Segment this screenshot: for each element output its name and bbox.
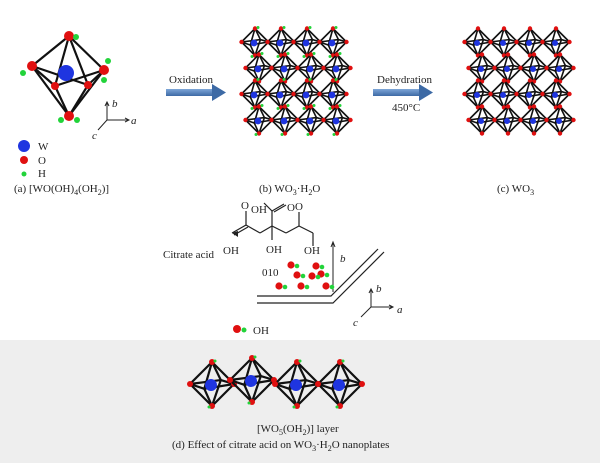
oh-group [297,282,310,290]
panel-c-caption: (c) WO3 [497,183,534,197]
citrate-o-top: O [287,202,295,214]
octahedron [540,78,572,110]
panel-d-axis-b: b [376,283,382,295]
citrate-oh-top: OH [251,204,267,216]
axis-c-label: c [92,130,97,142]
axis-b-label: b [112,98,118,110]
citrate-oh-center: OH [266,244,282,256]
octahedron [272,359,322,409]
octahedron [462,26,494,58]
octahedron [265,78,297,110]
octahedron [239,26,271,58]
panel-a-caption: (a) [WO(OH)4(OH2)] [14,183,109,197]
octahedron [315,359,365,409]
octahedron [544,52,576,84]
legend-o-marker [20,156,28,164]
dehydration-label: Dehydration [377,74,432,86]
panel-d-axes [360,287,395,318]
octahedron [544,104,576,136]
surface-b-axis [330,240,336,292]
panel-a-octahedron [20,31,111,123]
oh-legend-label: OH [253,325,269,337]
octahedron [295,52,327,84]
octahedron [317,26,349,58]
legend-w-label: W [38,141,49,153]
octahedron [295,104,327,136]
oh-group [308,272,321,280]
panel-d-axis-a: a [397,304,403,316]
layer-label: [WO5(OH2)] layer [257,423,339,437]
legend-o-label: O [38,155,46,167]
octahedron [492,52,524,84]
surface-b-label: b [340,253,346,265]
legend-h-label: H [38,168,46,180]
legend-h-marker [21,171,27,177]
panel-a-axes [97,100,131,131]
octahedron [492,104,524,136]
panel-c-lattice [462,26,576,136]
oh-group [312,262,325,270]
citrate-oh-left: OH [223,245,239,257]
panel-b-caption: (b) WO3·H2O [259,183,320,197]
panel-b-lattice [239,26,353,136]
temperature-label: 450°C [392,102,420,114]
citrate-label: Citrate acid [163,249,215,261]
oxidation-arrow [166,84,226,101]
panel-d-axis-c: c [353,317,358,329]
oh-group [287,261,300,269]
dehydration-arrow [373,84,433,101]
citrate-o-right: O [295,201,303,213]
octahedron [291,78,323,110]
octahedron [227,355,277,405]
legend-w-marker [18,140,30,152]
wo5-layer-chain [187,355,365,409]
octahedron [488,26,520,58]
citrate-wedge-bond [232,231,238,237]
oh-group [293,271,306,279]
plane-010-label: 010 [262,267,279,279]
octahedron [317,78,349,110]
octahedron [466,52,498,84]
oh-group [322,282,335,290]
adsorbed-oh-groups [275,261,335,290]
citrate-oh-right: OH [304,245,320,257]
octahedron [321,104,353,136]
panel-d-caption: (d) Effect of citrate acid on WO3·H2O na… [172,439,389,453]
oh-legend: OH [233,325,269,337]
oh-group [275,282,288,290]
oxidation-label: Oxidation [169,74,213,86]
crystal-surface [257,248,385,304]
axis-a-label: a [131,115,137,127]
citrate-o-left: O [241,200,249,212]
citrate-skeletal-structure [231,202,314,246]
octahedron [540,26,572,58]
octahedron [321,52,353,84]
tungsten-atom [58,65,74,81]
atom-legend: W O H [18,140,49,180]
